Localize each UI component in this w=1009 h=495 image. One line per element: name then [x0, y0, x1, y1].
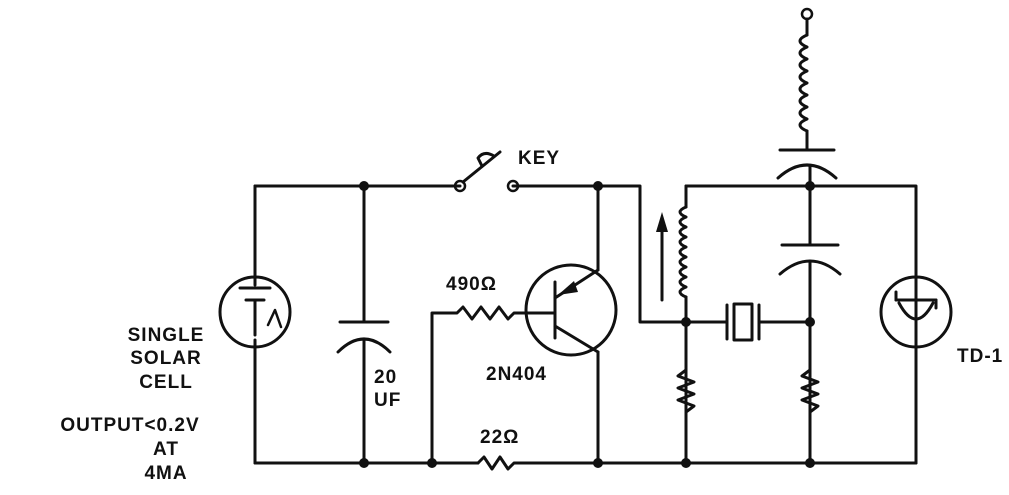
antenna-coil [798, 7, 814, 152]
capacitor-value-line2: UF [374, 390, 401, 411]
tunnel-diode-td1 [879, 275, 953, 349]
tapped-inductor [656, 184, 688, 465]
cell-label-line3: CELL [139, 372, 193, 393]
top-right-rail [684, 184, 918, 465]
top-rail [253, 184, 688, 324]
emitter-resistor-label: 22Ω [480, 427, 519, 448]
output-label-line3: 4MA [144, 463, 187, 484]
crystal [684, 302, 812, 342]
base-resistor-label: 490Ω [446, 274, 497, 295]
emitter-resistor [476, 455, 520, 471]
transistor-label: 2N404 [486, 364, 547, 385]
resistor-left [676, 358, 696, 422]
junction-dots [359, 181, 815, 468]
cell-label-line2: SOLAR [130, 348, 202, 369]
output-label-line2: AT [153, 439, 179, 460]
output-label-line1: OUTPUT<0.2V [60, 415, 199, 436]
capacitor-value-line1: 20 [374, 367, 397, 388]
solar-cell [218, 184, 292, 465]
transistor-2n404 [524, 184, 618, 465]
base-resistor [430, 305, 537, 465]
lower-capacitor [778, 243, 842, 465]
key-switch [453, 150, 520, 193]
upper-capacitor [776, 148, 838, 247]
cell-label-line1: SINGLE [128, 325, 205, 346]
diode-label: TD-1 [957, 346, 1003, 367]
key-label: KEY [518, 148, 560, 169]
capacitor-20uf [336, 184, 392, 465]
